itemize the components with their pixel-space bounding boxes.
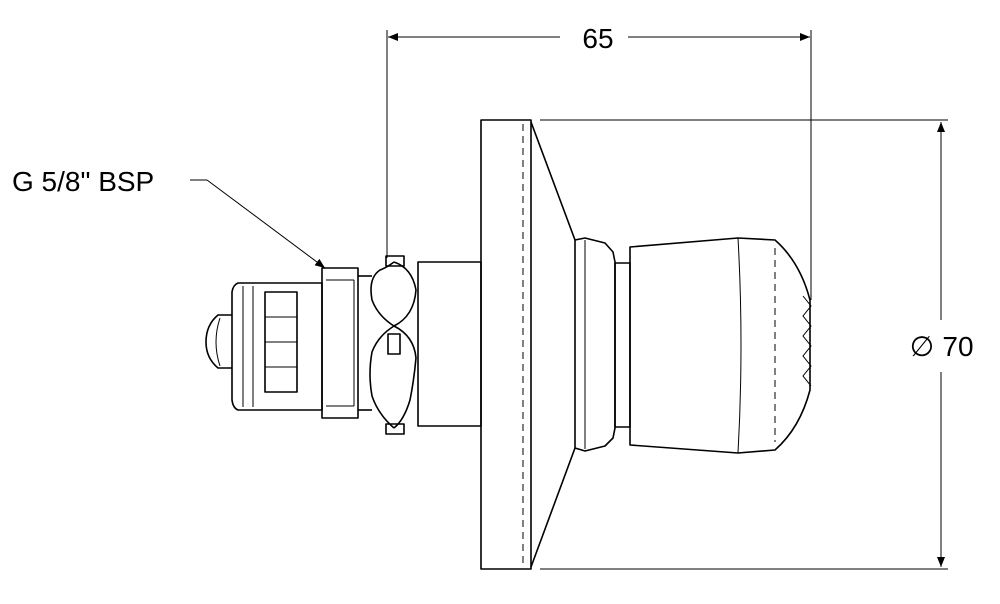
- diameter-dimension-value: 70: [942, 331, 973, 362]
- nose-plug: [205, 314, 232, 369]
- thread-callout-label: G 5/8" BSP: [12, 166, 154, 197]
- length-dimension: 65: [386, 23, 812, 300]
- leader-line: [206, 179, 326, 269]
- valve-body: [205, 119, 812, 570]
- head-knurl: [802, 295, 812, 387]
- push-button-head: [629, 237, 811, 454]
- length-dimension-value: 65: [582, 23, 613, 54]
- hub-ring: [574, 237, 616, 452]
- head-band-line: [737, 237, 742, 454]
- cartridge-body: [231, 282, 323, 411]
- nut-edge-bottom: [385, 423, 405, 435]
- diameter-dimension: ∅ 70: [540, 119, 974, 570]
- nut-edge-middle: [387, 333, 401, 355]
- diameter-symbol: ∅: [910, 331, 934, 362]
- back-nut: [369, 261, 395, 429]
- nut-edge-top: [385, 255, 405, 267]
- threaded-spigot: [321, 267, 359, 419]
- mounting-body: [417, 261, 482, 427]
- conical-escutcheon: [530, 121, 576, 568]
- back-nut-right: [393, 261, 417, 429]
- thread-callout: G 5/8" BSP: [12, 166, 326, 269]
- spindle-neck: [614, 262, 631, 428]
- nose-plug-line: [215, 317, 221, 367]
